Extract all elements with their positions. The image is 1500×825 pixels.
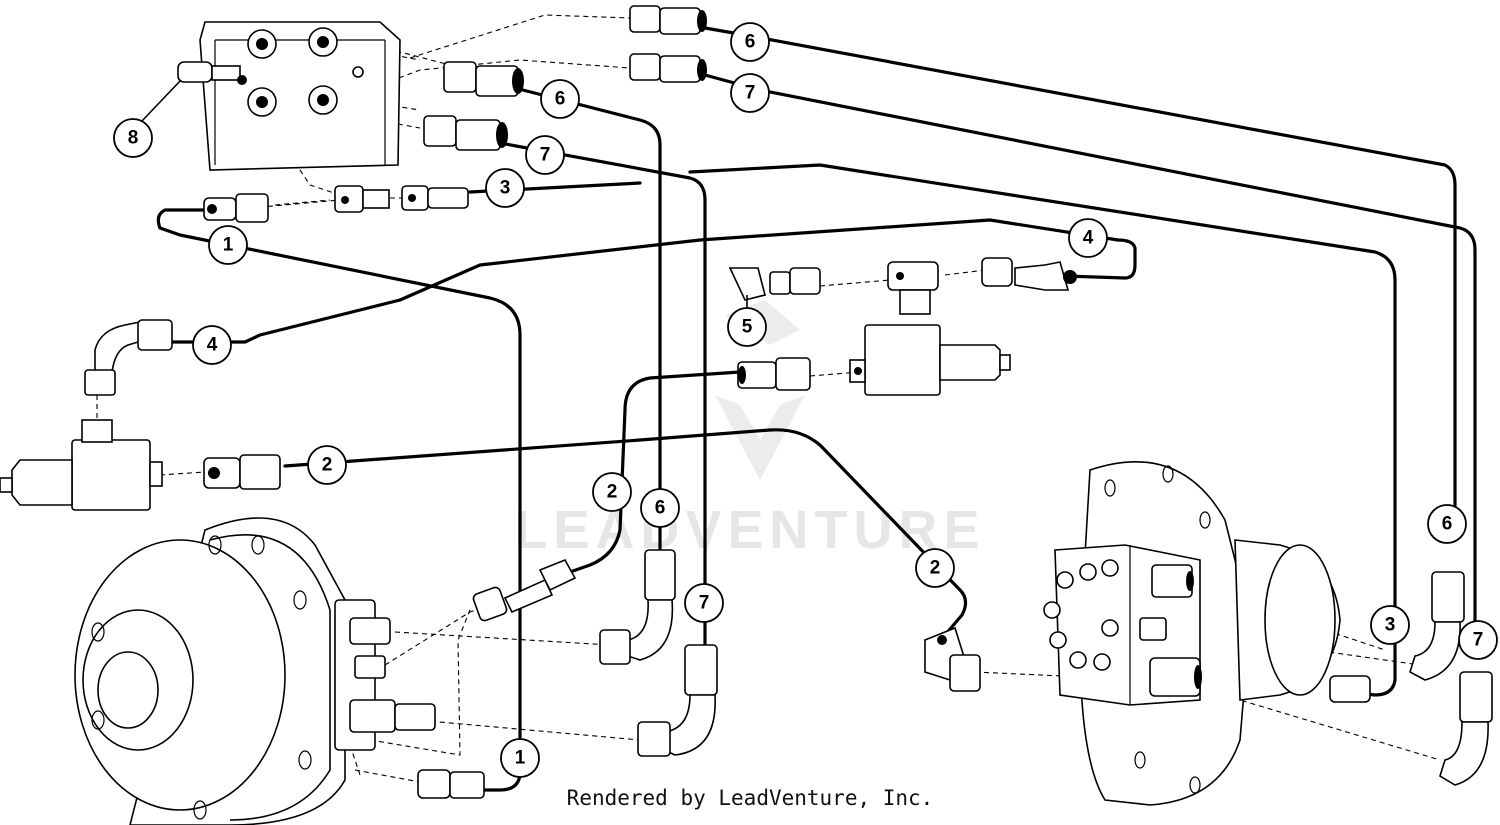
hose-end-6-right [1409,571,1465,681]
callout-3-top: 3 [485,168,525,208]
callout-8-label: 8 [128,128,139,149]
callout-1-label: 1 [515,748,526,769]
callout-8: 8 [113,79,182,158]
callout-6-top-right: 6 [730,22,770,62]
fitting-2-lower [472,558,577,622]
bolt-fitting [177,61,247,85]
relief-valve-left [0,419,163,511]
fitting-1-top [203,193,269,223]
hose-end-6-left [599,549,676,665]
callout-1-bottom: 1 [500,738,540,778]
hose-4-right [398,218,1137,302]
callout-7-label: 7 [745,83,756,104]
callout-7-label: 7 [1473,630,1484,651]
callout-6-label: 6 [655,498,666,519]
elbow-fitting-4-left [84,319,173,396]
fitting-3-tee [334,185,390,213]
callout-4-label: 4 [1083,228,1094,249]
callout-1-label: 1 [223,235,234,256]
callout-7-label: 7 [699,593,710,614]
valve-mounting-plate [177,21,401,171]
fitting-1-lower [417,769,485,799]
callouts: 8 6 7 6 7 3 1 4 4 5 2 [113,22,1498,778]
callout-7-top-right: 7 [730,73,770,113]
hose-7-long [703,73,1477,642]
plate-fitting-tr [308,27,338,57]
motor-port-left-top [349,617,391,645]
motor-port-right-top [1151,564,1194,598]
callout-7-label: 7 [540,145,551,166]
callout-2-label: 2 [322,455,333,476]
fitting-2-left [203,454,281,490]
callout-3-label: 3 [500,178,511,199]
callout-7-right: 7 [1458,620,1498,660]
callout-6-top-mid: 6 [540,79,580,119]
hose-6-short [513,86,662,552]
callout-3-label: 3 [1385,615,1396,636]
callout-2-left: 2 [307,445,347,485]
relief-valve-right [849,324,1011,396]
tee-fitting [887,261,939,315]
fitting-6-mid [443,61,524,97]
plate-fitting-bl [247,87,277,117]
motor-bolts-right [1043,559,1119,671]
fitting-2-mid [737,357,811,391]
callout-6-label: 6 [745,32,756,53]
wheel-motor-right [1043,461,1341,806]
hose-1 [156,208,522,792]
callout-5: 5 [727,295,767,347]
hose-2-curved [568,370,742,574]
callout-2-mid: 2 [592,472,632,512]
callout-4-left: 4 [192,325,232,365]
fitting-6-top [629,5,707,35]
callout-2-label: 2 [607,482,618,503]
callout-4-label: 4 [207,335,218,356]
callout-6-label: 6 [555,89,566,110]
elbow-fitting-2-right [924,626,981,692]
motor-port-right-mid [1139,617,1167,641]
hose-end-7-left [637,644,718,757]
elbow-fitting-5 [728,267,821,301]
wheel-motor-left [74,517,436,825]
fitting-3-end [401,185,469,211]
render-credit: Rendered by LeadVenture, Inc. [566,786,934,810]
callout-6-mid: 6 [640,488,680,528]
hose-6-long [703,26,1457,522]
callout-6-label: 6 [1442,514,1453,535]
callout-5-label: 5 [742,317,753,338]
callout-3-right: 3 [1370,605,1410,645]
motor-port-left-mid [354,655,386,679]
callout-7-mid: 7 [684,583,724,623]
callout-2-label: 2 [930,558,941,579]
callout-2-right: 2 [915,548,955,588]
hoses [156,26,1477,792]
fittings [0,5,1493,799]
watermark-text: LEADVENTURE [514,500,985,560]
hose-end-7-right [1439,671,1493,786]
callout-6-right: 6 [1427,504,1467,544]
fitting-4-right [981,257,1077,291]
motor-port-left-bottom [349,699,436,733]
hose-2-long [283,428,968,637]
fitting-7-top [629,53,707,83]
plate-fitting-br [308,85,338,115]
callout-1-top: 1 [208,225,248,265]
callout-7-top-mid: 7 [525,135,565,175]
fitting-3-right [1329,675,1371,703]
callout-4-right: 4 [1068,218,1108,258]
plate-fitting-tl [247,29,277,59]
fitting-7-mid [423,115,508,151]
motor-port-right-bottom [1149,657,1202,697]
hose-7-short [498,141,707,652]
